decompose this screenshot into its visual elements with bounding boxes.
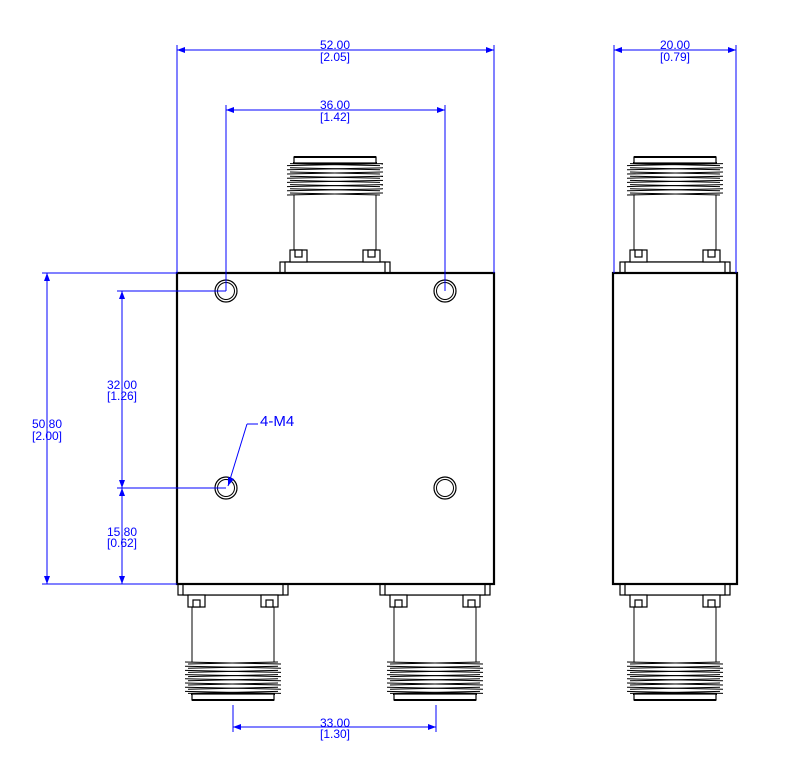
n-type-connector: [619, 583, 731, 701]
dim-value-inch: [2.00]: [32, 429, 62, 443]
dim-value-mm: 33.00: [320, 716, 350, 730]
dim-value-inch: [2.05]: [320, 50, 350, 64]
dim-value-inch: [0.79]: [660, 50, 690, 64]
drawing-parts: [177, 156, 731, 701]
dim-value-inch: [0.62]: [107, 536, 137, 550]
dim-value-mm: 50.80: [32, 417, 62, 431]
side-view-housing: [611, 271, 739, 586]
dim-bottom-connector-spacing: 33.00 [1.30]: [232, 705, 437, 741]
mounting-holes: [214, 279, 457, 500]
dim-hole-spacing-horizontal: 36.00 [1.42]: [225, 98, 446, 291]
n-type-connector: [177, 583, 289, 701]
n-type-connector: [619, 156, 731, 274]
callout-mounting-holes: 4-M4: [227, 413, 294, 487]
callout-text: 4-M4: [260, 413, 294, 430]
front-view-housing: [175, 271, 496, 586]
dim-hole-spacing-vertical: 32.00 [1.26] 15.80 [0.62]: [107, 290, 226, 584]
mounting-hole: [433, 476, 457, 500]
dim-value-mm: 32.00: [107, 378, 137, 392]
dim-value-mm: 15.80: [107, 525, 137, 539]
dim-value-mm: 52.00: [320, 38, 350, 52]
dim-side-depth: 20.00 [0.79]: [613, 38, 737, 273]
n-type-connector: [279, 156, 391, 274]
dim-overall-height: 50.80 [2.00]: [32, 272, 177, 585]
n-type-connector: [379, 583, 491, 701]
dim-value-inch: [1.26]: [107, 389, 137, 403]
dim-value-mm: 36.00: [320, 98, 350, 112]
dim-value-inch: [1.42]: [320, 110, 350, 124]
dim-value-mm: 20.00: [660, 38, 690, 52]
dim-overall-width: 52.00 [2.05]: [176, 38, 495, 273]
dim-value-inch: [1.30]: [320, 727, 350, 741]
